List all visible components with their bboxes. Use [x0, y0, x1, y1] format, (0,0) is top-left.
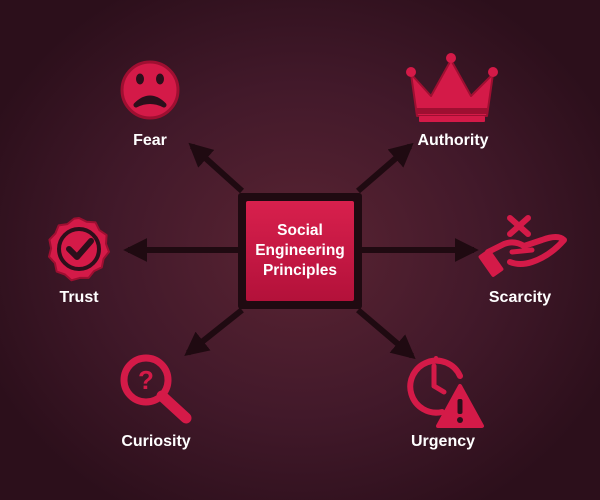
clock-warning-icon — [407, 356, 484, 428]
hub-title: Social Engineering Principles — [255, 222, 345, 279]
badge-check-icon — [48, 217, 110, 282]
crown-icon — [406, 53, 498, 122]
label-fear: Fear — [133, 132, 167, 149]
label-authority: Authority — [417, 132, 489, 149]
label-curiosity: Curiosity — [121, 433, 191, 450]
central-hub-box: Social Engineering Principles — [238, 193, 362, 309]
label-urgency: Urgency — [410, 433, 476, 450]
frown-face-icon — [120, 60, 180, 120]
magnifier-question-icon: ? — [120, 354, 192, 424]
connector-curiosity — [184, 307, 244, 356]
central-hub-fill: Social Engineering Principles — [246, 201, 354, 301]
svg-text:?: ? — [138, 365, 154, 395]
connector-urgency — [356, 307, 416, 360]
label-scarcity: Scarcity — [488, 289, 552, 306]
label-trust: Trust — [59, 289, 99, 306]
connector-fear — [188, 142, 245, 194]
connector-authority — [356, 142, 414, 194]
hand-cross-icon — [478, 215, 567, 277]
